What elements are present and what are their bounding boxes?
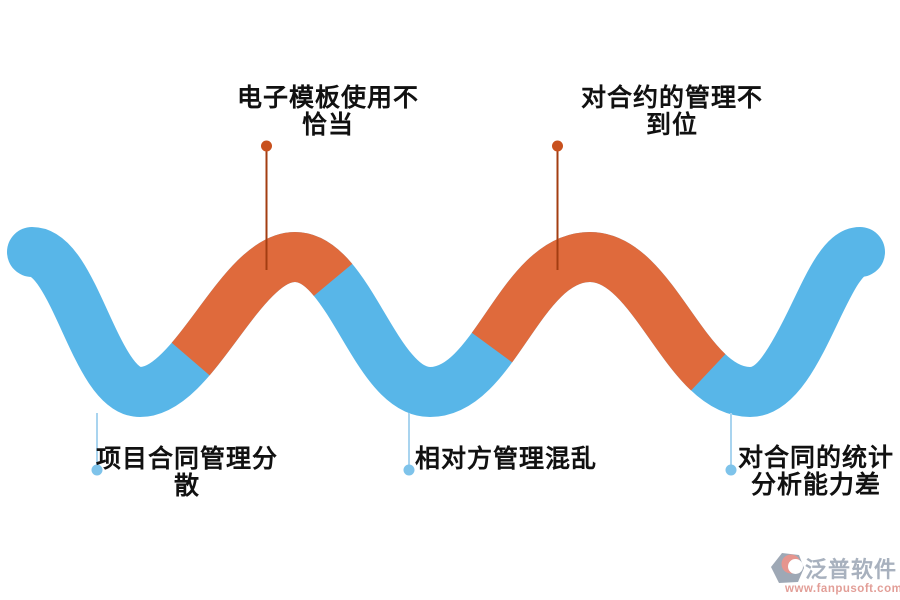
callout-bottom-3-line2: 分析能力差 xyxy=(750,471,881,499)
callout-top-1-line1: 电子模板使用不 xyxy=(236,84,419,112)
callout-bottom-1-line1: 项目合同管理分 xyxy=(95,445,278,473)
bottom-connector-dot-2 xyxy=(403,464,415,476)
callout-bottom-2-line1: 相对方管理混乱 xyxy=(414,445,597,473)
callout-bottom-1: 项目合同管理分 散 xyxy=(62,446,312,500)
top-connector-dot-2 xyxy=(552,140,563,152)
bottom-connector-dot-1 xyxy=(91,464,103,476)
bottom-connector-dot-3 xyxy=(725,464,737,476)
logo-url-text: www.fanpusoft.com xyxy=(785,583,900,595)
callout-bottom-3-line1: 对合同的统计 xyxy=(737,444,894,472)
callout-top-2-line2: 到位 xyxy=(645,111,698,139)
callout-top-2: 对合约的管理不 到位 xyxy=(547,85,797,139)
callout-top-1-line2: 恰当 xyxy=(301,111,354,139)
callout-top-2-line1: 对合约的管理不 xyxy=(580,84,763,112)
callout-top-1: 电子模板使用不 恰当 xyxy=(203,85,453,139)
logo-title-text: 泛普软件 xyxy=(805,557,898,582)
callout-bottom-3: 对合同的统计 分析能力差 xyxy=(691,445,900,499)
wave-tube-blue xyxy=(7,227,885,418)
top-connector-dot-1 xyxy=(261,140,272,152)
callout-bottom-2: 相对方管理混乱 xyxy=(381,446,631,473)
watermark-logo: 泛普软件 www.fanpusoft.com xyxy=(768,550,900,598)
fanpu-logo-icon xyxy=(771,553,804,583)
callout-bottom-1-line2: 散 xyxy=(173,472,200,500)
